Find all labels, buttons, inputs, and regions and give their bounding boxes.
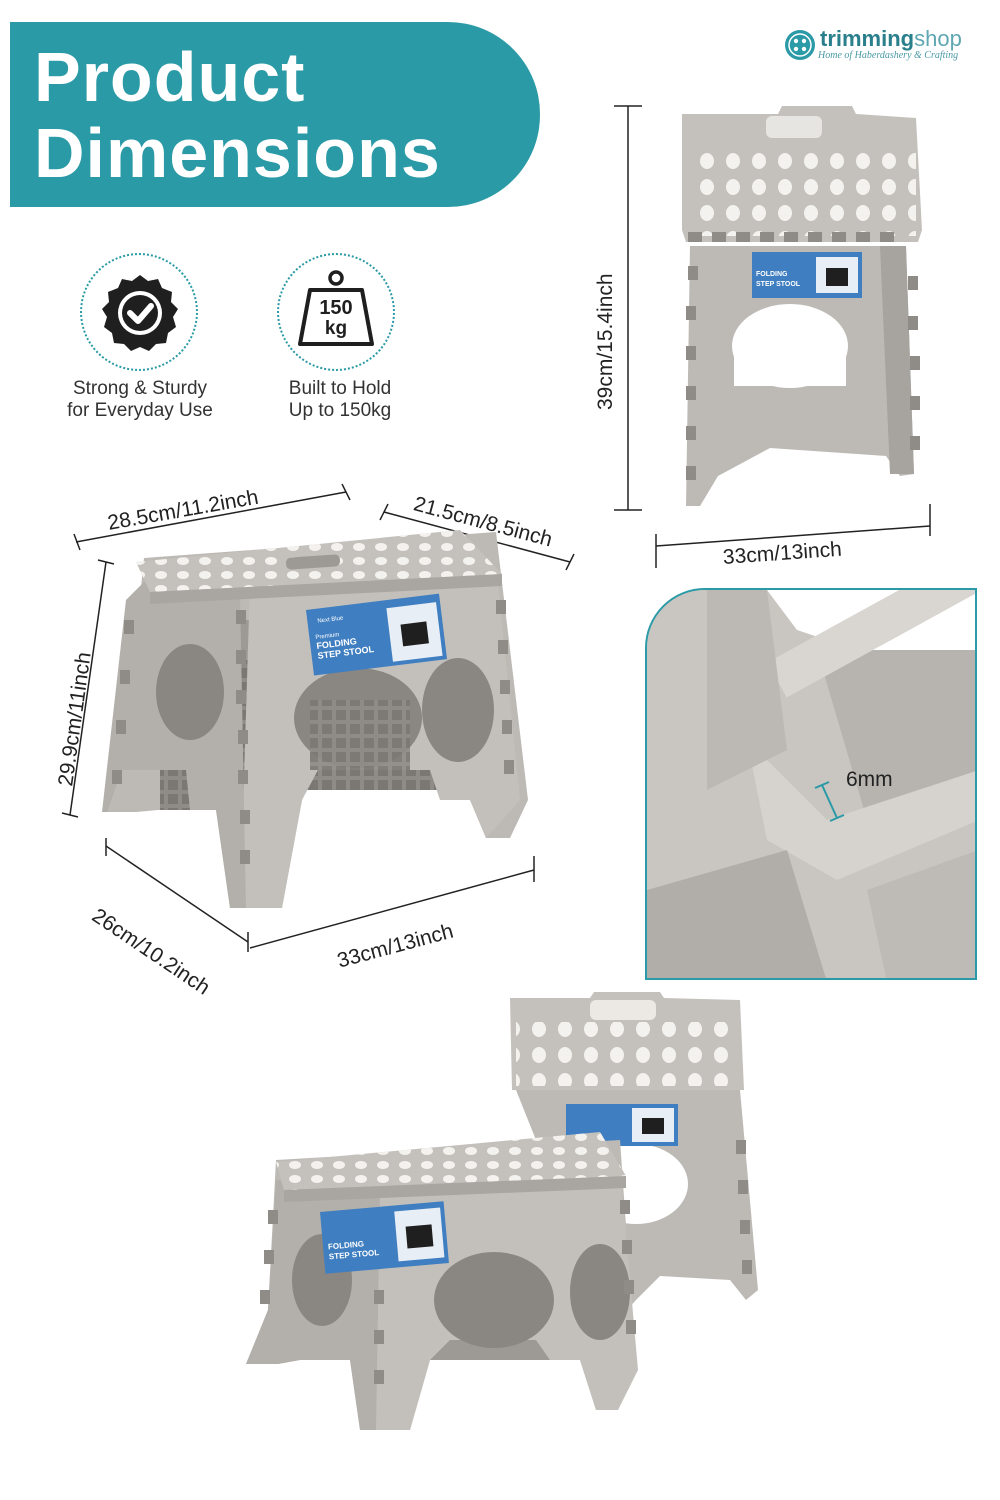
feature-sturdy-line1: Strong & Sturdy	[72, 378, 208, 399]
stool-pair-photo: FOLDING STEP STOOL	[246, 992, 758, 1430]
dim-folded-height: 39cm/15.4inch	[594, 273, 617, 410]
feature-badge-sturdy	[80, 253, 198, 371]
thickness-closeup	[647, 590, 975, 978]
dim-thickness: 6mm	[846, 768, 893, 791]
banner-edge-fill	[10, 22, 32, 207]
title-line-2: Dimensions	[34, 114, 441, 192]
label-line2: FOLDING	[316, 636, 357, 651]
brand-tagline: Home of Haberdashery & Crafting	[818, 50, 959, 61]
label-brand: Next Blue	[317, 615, 344, 624]
thickness-detail-panel	[645, 588, 977, 980]
feature-badge-weight	[277, 253, 395, 371]
banner-edge-stripe	[0, 22, 10, 207]
title-banner	[0, 22, 540, 207]
folded-label-line3: STEP STOOL	[756, 281, 801, 288]
title-line-1: Product	[34, 38, 306, 116]
feature-weight-line2: Up to 150kg	[288, 400, 392, 421]
weight-icon-number: 150	[319, 297, 352, 319]
brand-name: trimmingshop	[820, 26, 962, 51]
pair-label-line3: STEP STOOL	[329, 1248, 380, 1261]
pair-label-line2: FOLDING	[328, 1239, 365, 1251]
open-stool-diagram: Next Blue Premium FOLDING STEP STOOL	[61, 483, 575, 952]
weight-icon-unit: kg	[325, 318, 347, 339]
feature-weight-line1: Built to Hold	[288, 378, 392, 399]
checkmark-badge-icon	[102, 275, 178, 351]
feature-sturdy-line2: for Everyday Use	[67, 400, 213, 421]
folded-stool-diagram: FOLDING STEP STOOL	[614, 105, 931, 568]
button-logo-icon	[785, 30, 815, 60]
label-line1: Premium	[315, 632, 340, 641]
weight-150kg-icon: 150 kg	[298, 270, 374, 346]
folded-label-line2: FOLDING	[756, 271, 788, 278]
